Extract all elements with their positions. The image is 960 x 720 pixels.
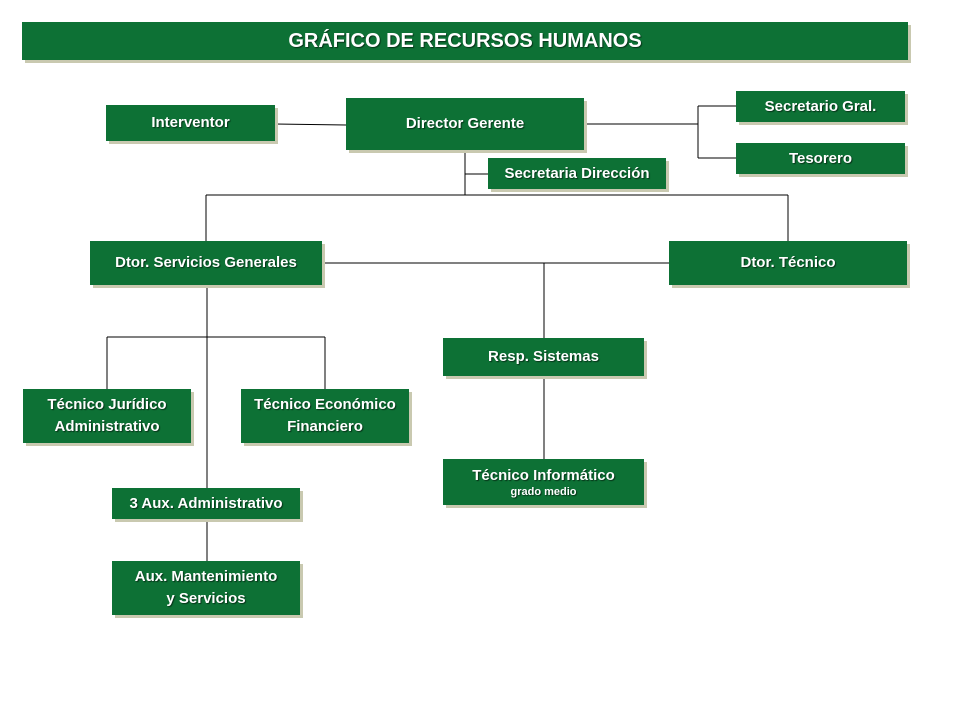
node-resp-sistemas: Resp. Sistemas — [443, 338, 644, 376]
chart-title: GRÁFICO DE RECURSOS HUMANOS — [22, 22, 908, 60]
node-sublabel: grado medio — [510, 486, 577, 499]
node-tesorero: Tesorero — [736, 143, 905, 174]
connector-interventor-director — [274, 123, 347, 126]
node-label-line1: Técnico Jurídico — [47, 396, 167, 414]
node-label: Dtor. Técnico — [740, 254, 836, 272]
node-label: Secretario Gral. — [764, 97, 877, 115]
node-label: Resp. Sistemas — [488, 348, 599, 366]
node-director-gerente: Director Gerente — [346, 98, 584, 150]
node-dtor-servicios-generales: Dtor. Servicios Generales — [90, 241, 322, 285]
node-label: Dtor. Servicios Generales — [115, 254, 297, 272]
node-tecnico-informatico: Técnico Informático grado medio — [443, 459, 644, 505]
node-label: 3 Aux. Administrativo — [129, 494, 283, 512]
node-secretario-gral: Secretario Gral. — [736, 91, 905, 122]
node-label: Interventor — [151, 114, 230, 132]
node-label: Director Gerente — [405, 115, 525, 133]
node-dtor-tecnico: Dtor. Técnico — [669, 241, 907, 285]
node-aux-administrativo: 3 Aux. Administrativo — [112, 488, 300, 519]
node-label-line2: y Servicios — [166, 590, 246, 607]
node-tecnico-economico: Técnico Económico Financiero — [241, 389, 409, 443]
node-label: Técnico Informático — [472, 466, 615, 484]
node-interventor: Interventor — [106, 105, 275, 141]
node-secretaria-direccion: Secretaria Dirección — [488, 158, 666, 189]
node-label: Secretaria Dirección — [504, 164, 650, 182]
node-aux-mantenimiento: Aux. Mantenimiento y Servicios — [112, 561, 300, 615]
node-label-line2: Administrativo — [54, 418, 160, 435]
node-label: Tesorero — [788, 149, 853, 167]
node-label-line1: Aux. Mantenimiento — [134, 568, 278, 586]
node-label-line2: Financiero — [287, 418, 363, 435]
node-tecnico-juridico: Técnico Jurídico Administrativo — [23, 389, 191, 443]
node-label-line1: Técnico Económico — [254, 396, 396, 414]
